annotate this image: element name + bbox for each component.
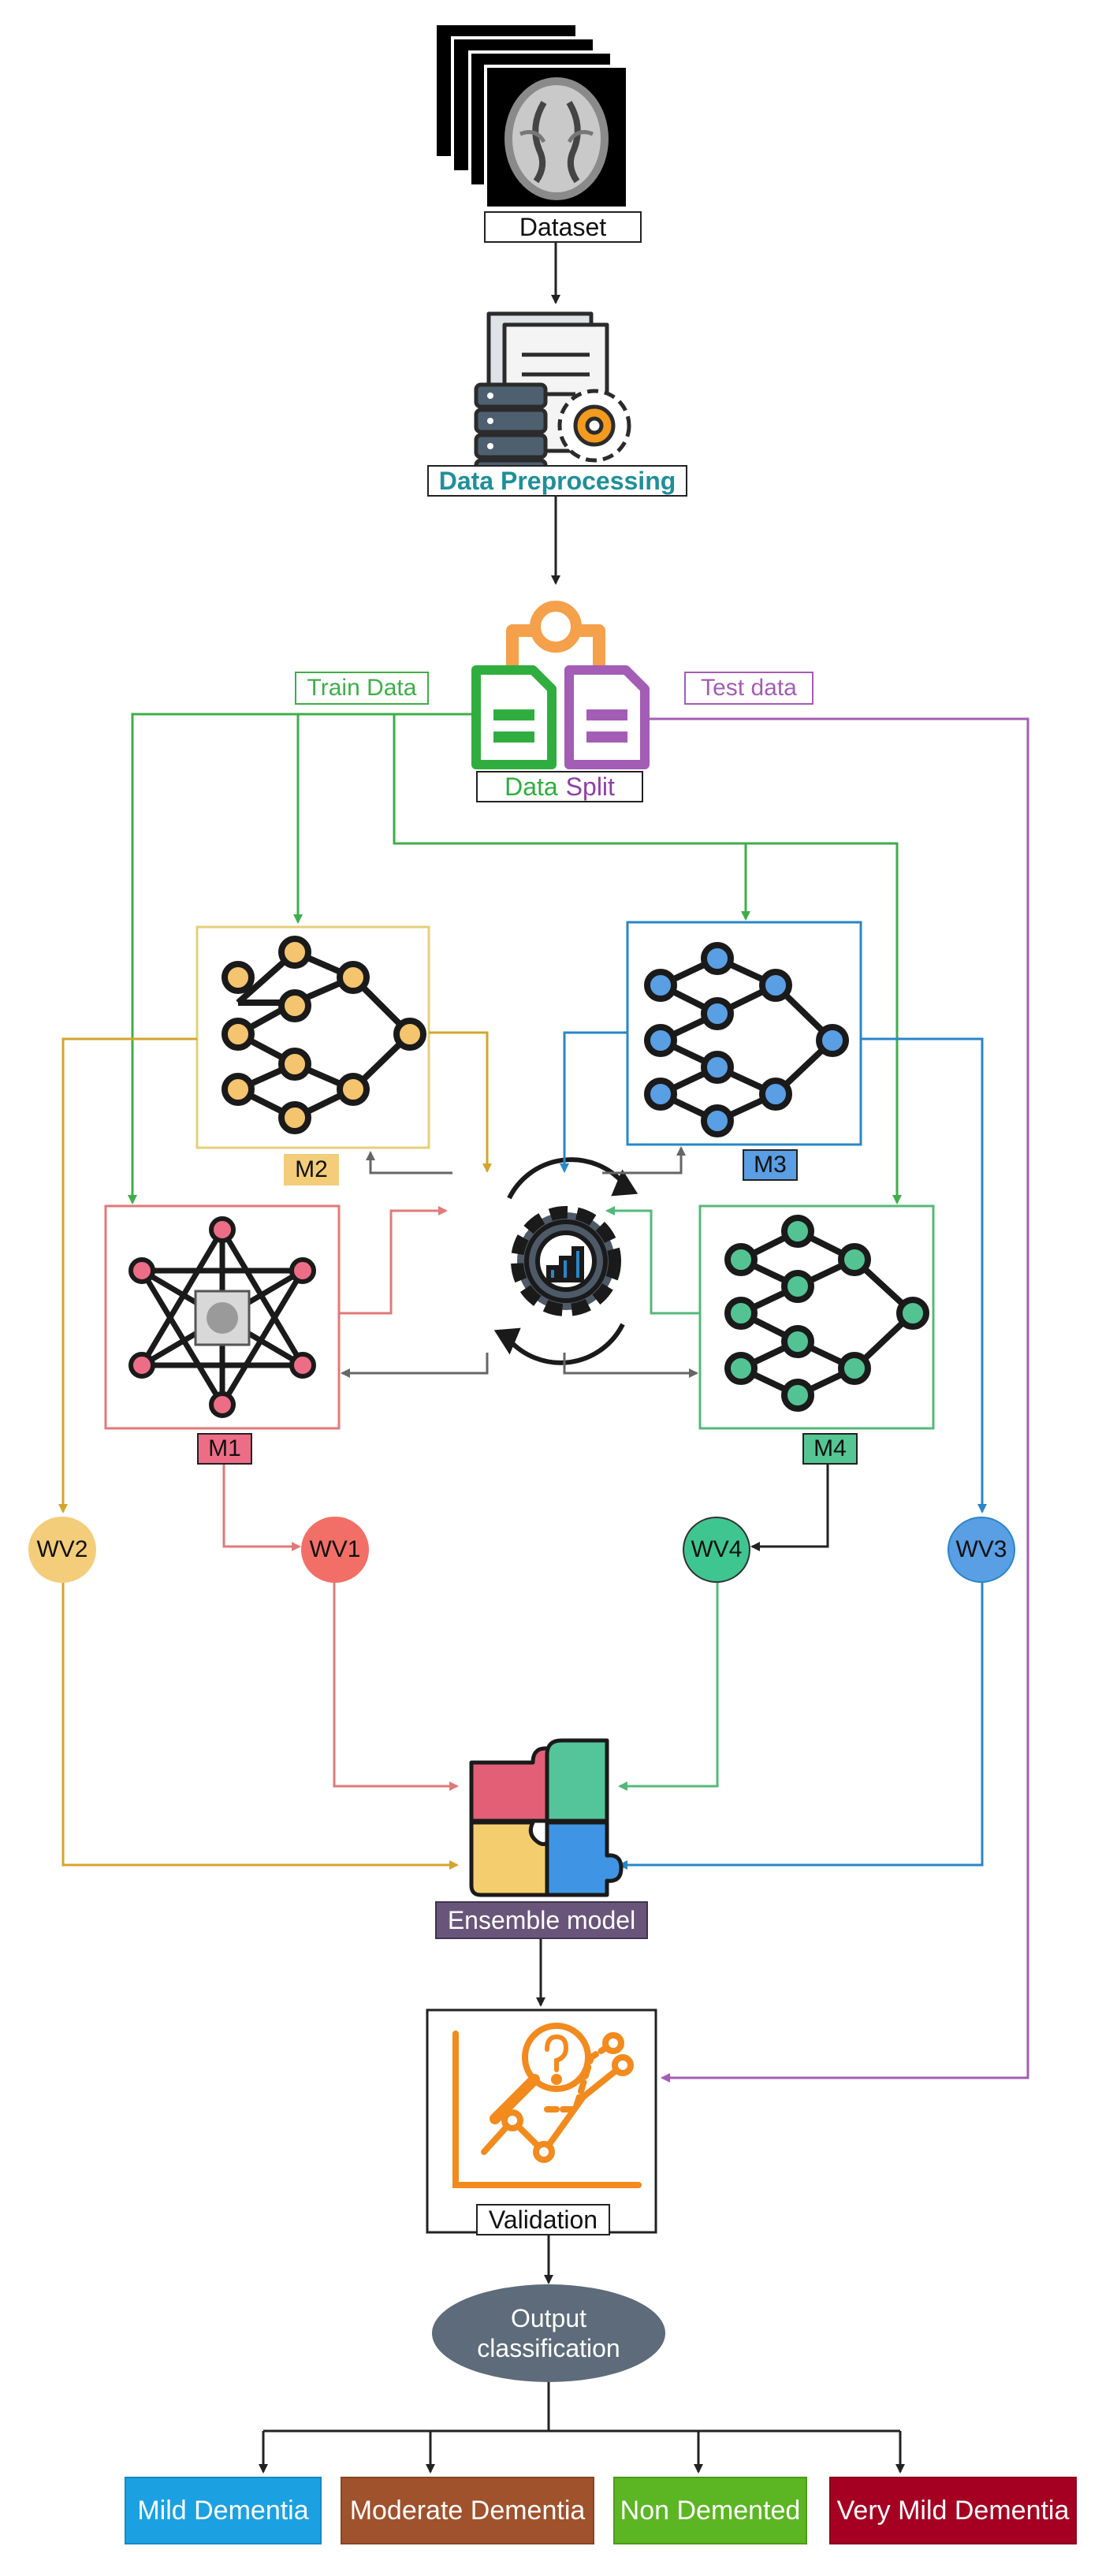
optimization-gear-icon	[493, 1157, 638, 1365]
class-very-mild-dementia: Very Mild Dementia	[829, 2477, 1077, 2544]
dataset-label: Dataset	[484, 211, 642, 243]
validation-label: Validation	[476, 2204, 610, 2235]
output-line-1: Output	[510, 2304, 587, 2332]
train-data-label: Train Data	[295, 672, 429, 705]
ensemble-puzzle-icon	[469, 1738, 624, 1897]
model-m4-label: M4	[802, 1433, 858, 1465]
data-split-label: Data Split	[476, 771, 643, 802]
preprocessing-icon	[474, 311, 631, 485]
class-moderate-dementia: Moderate Dementia	[341, 2477, 594, 2544]
m1-network-icon	[128, 1216, 316, 1418]
m3-network-icon	[644, 942, 849, 1137]
output-classification-label: Output classification	[441, 2295, 656, 2371]
validation-chart-icon	[452, 2023, 642, 2188]
class-non-demented: Non Demented	[613, 2477, 807, 2544]
weight-vector-wv3: WV3	[947, 1517, 1015, 1583]
output-oval	[432, 2284, 665, 2382]
dataset-icon	[434, 22, 629, 210]
test-data-label: Test data	[684, 672, 813, 705]
model-m3-label: M3	[743, 1149, 798, 1181]
ensemble-model-label: Ensemble model	[435, 1901, 648, 1939]
class-mild-dementia: Mild Dementia	[125, 2477, 322, 2544]
weight-vector-wv1: WV1	[301, 1517, 369, 1583]
weight-vector-wv4: WV4	[683, 1517, 750, 1583]
output-line-2: classification	[477, 2334, 620, 2362]
data-split-word-data: Data	[504, 772, 558, 801]
model-m1-label: M1	[197, 1433, 252, 1465]
m2-network-icon	[222, 936, 426, 1134]
weight-vector-wv2: WV2	[28, 1517, 96, 1583]
data-split-word-split: Split	[565, 772, 615, 801]
m4-network-icon	[724, 1215, 929, 1412]
data-split-icon	[471, 601, 650, 769]
model-m2-label: M2	[284, 1154, 339, 1186]
preprocessing-label: Data Preprocessing	[427, 465, 687, 497]
